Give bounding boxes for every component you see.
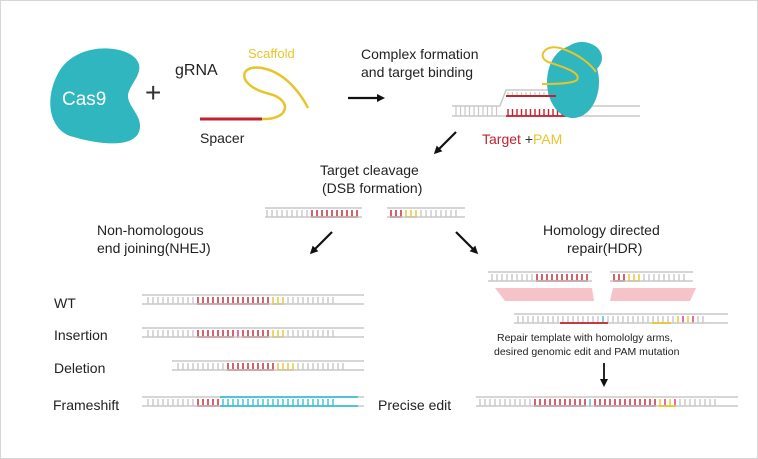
cleaved-left-fragment [265, 207, 362, 218]
cas9-dna-complex [452, 42, 640, 118]
spacer-label: Spacer [200, 130, 245, 146]
hdr-left-fragment [488, 271, 592, 282]
hdr-title-line1: Homology directed [543, 222, 660, 238]
repair-template-line1: Repair template with homololgy arms, [497, 332, 673, 344]
plus-sign: + [145, 77, 162, 108]
repair-template-line2: desired genomic edit and PAM mutation [494, 346, 680, 358]
hdr-diagram [476, 271, 738, 407]
deletion-dna [172, 360, 364, 371]
arrow-to-hdr [455, 231, 479, 255]
homology-arm-left [495, 288, 594, 301]
hdr-title-line2: repair(HDR) [567, 240, 643, 256]
cas9-protein-shape [50, 48, 141, 144]
homology-arm-right [610, 288, 696, 301]
scaffold-label: Scaffold [248, 46, 295, 61]
arrow-to-nhej [309, 231, 333, 255]
insertion-dna [142, 327, 364, 338]
scaffold-strand [243, 66, 310, 121]
nhej-row-label-wt: WT [54, 295, 76, 311]
repair-template-dna [514, 313, 728, 324]
frameshift-dna [142, 396, 364, 407]
nhej-row-label-frameshift: Frameshift [53, 397, 120, 413]
precise-edit-dna [476, 396, 738, 407]
target-pam-legend: Target +PAM [482, 130, 562, 149]
arrow-down-left-1 [433, 131, 457, 155]
cleavage-title-line1: Target cleavage [320, 162, 419, 178]
nhej-row-label-insertion: Insertion [54, 327, 108, 343]
complex-title-line1: Complex formation [361, 46, 479, 62]
grna-label: gRNA [175, 62, 218, 79]
pam-label: PAM [533, 131, 563, 147]
nhej-title-line2: end joining(NHEJ) [97, 240, 211, 256]
nhej-title-line1: Non-homologous [97, 222, 204, 238]
hdr-right-fragment [610, 271, 693, 282]
target-label: Target [482, 131, 521, 147]
cleaved-dna [265, 207, 465, 218]
complex-title-line2: and target binding [361, 64, 474, 80]
cleavage-title-line2: (DSB formation) [322, 180, 423, 196]
target-plus: + [524, 131, 533, 147]
cas9-label: Cas9 [62, 89, 107, 110]
nhej-row-label-deletion: Deletion [54, 360, 106, 376]
cleaved-right-fragment [387, 207, 465, 218]
wt-dna [142, 294, 364, 305]
precise-edit-label: Precise edit [378, 397, 452, 413]
